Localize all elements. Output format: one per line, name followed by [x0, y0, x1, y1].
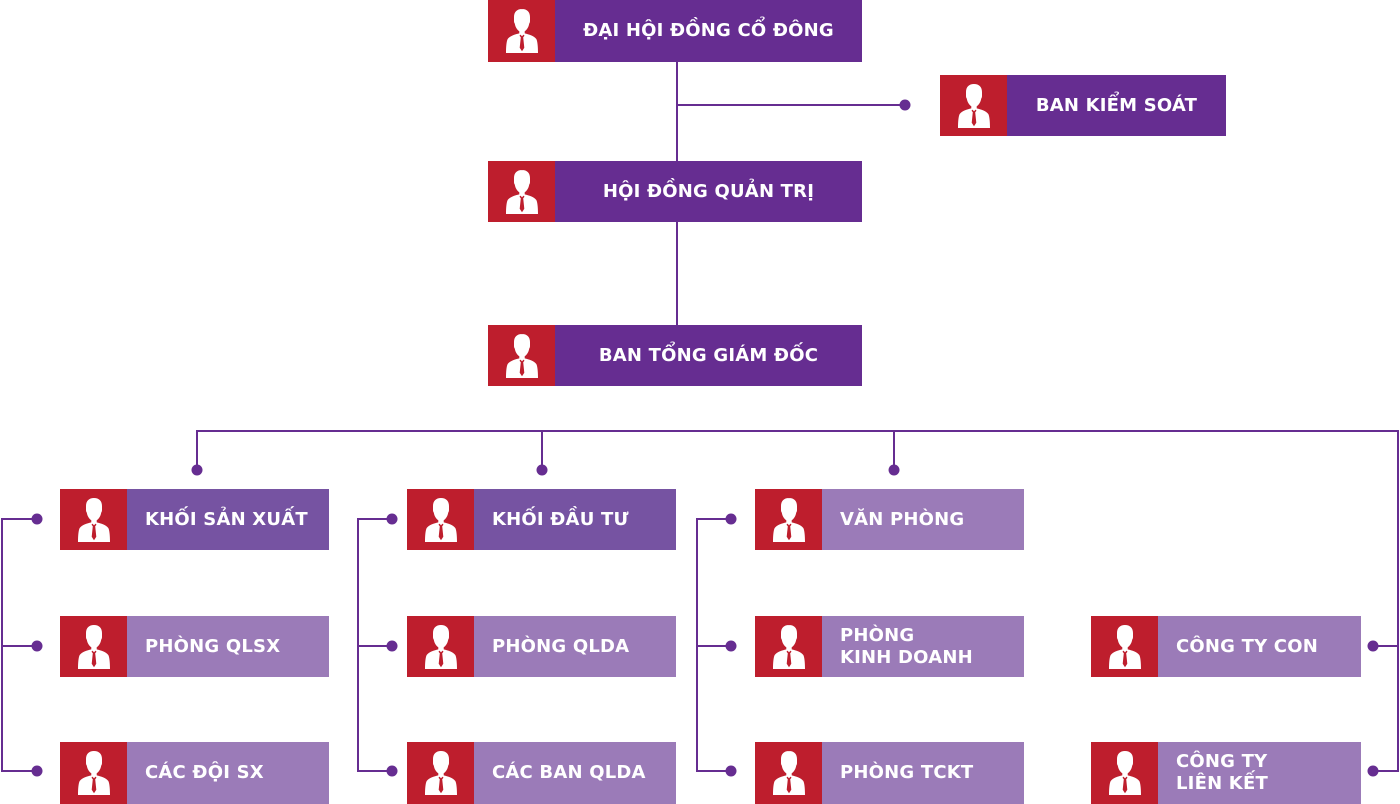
node-label: KHỐI ĐẦU TƯ — [474, 489, 676, 550]
connector-dot-col3-item2 — [725, 765, 737, 777]
node-cong-ty-con[interactable]: CÔNG TY CON — [1091, 616, 1361, 677]
person-icon — [407, 616, 474, 677]
connector-dot-van-phong — [888, 464, 900, 476]
node-shareholders[interactable]: ĐẠI HỘI ĐỒNG CỔ ĐÔNG — [488, 0, 862, 62]
connector-dot-khoi-dau-tu — [536, 464, 548, 476]
node-phong-kinh-doanh[interactable]: PHÒNG KINH DOANH — [755, 616, 1024, 677]
connector-main-bus — [196, 430, 1399, 772]
person-icon — [755, 742, 822, 804]
connector-dot-col3-item1 — [725, 640, 737, 652]
node-label: PHÒNG QLSX — [127, 616, 329, 677]
person-icon — [407, 742, 474, 804]
node-label: CÔNG TY LIÊN KẾT — [1158, 742, 1361, 804]
node-phong-tckt[interactable]: PHÒNG TCKT — [755, 742, 1024, 804]
node-cong-ty-lien-ket[interactable]: CÔNG TY LIÊN KẾT — [1091, 742, 1361, 804]
person-icon — [488, 0, 555, 62]
connector-dot-supervisory — [899, 99, 911, 111]
node-label: BAN KIỂM SOÁT — [1007, 75, 1226, 136]
person-icon — [60, 489, 127, 550]
person-icon — [488, 325, 555, 386]
node-phong-qlda[interactable]: PHÒNG QLDA — [407, 616, 676, 677]
node-van-phong[interactable]: VĂN PHÒNG — [755, 489, 1024, 550]
node-label: CÁC ĐỘI SX — [127, 742, 329, 804]
person-icon — [488, 161, 555, 222]
connector-dot-col1-item1 — [31, 640, 43, 652]
node-khoi-san-xuat[interactable]: KHỐI SẢN XUẤT — [60, 489, 329, 550]
node-label: PHÒNG QLDA — [474, 616, 676, 677]
node-cac-doi-sx[interactable]: CÁC ĐỘI SX — [60, 742, 329, 804]
person-icon — [60, 616, 127, 677]
person-icon — [407, 489, 474, 550]
node-label: CÁC BAN QLDA — [474, 742, 676, 804]
person-icon — [755, 489, 822, 550]
connector-dot-cong-ty-con — [1367, 640, 1379, 652]
connector-dot-col1-head — [31, 513, 43, 525]
person-icon — [60, 742, 127, 804]
connector-dot-cong-ty-lien-ket — [1367, 765, 1379, 777]
node-label: PHÒNG KINH DOANH — [822, 616, 1024, 677]
person-icon — [1091, 616, 1158, 677]
node-phong-qlsx[interactable]: PHÒNG QLSX — [60, 616, 329, 677]
node-label: HỘI ĐỒNG QUẢN TRỊ — [555, 161, 862, 222]
node-cac-ban-qlda[interactable]: CÁC BAN QLDA — [407, 742, 676, 804]
node-label: ĐẠI HỘI ĐỒNG CỔ ĐÔNG — [555, 0, 862, 62]
person-icon — [940, 75, 1007, 136]
node-label: PHÒNG TCKT — [822, 742, 1024, 804]
connector-dot-col2-item1 — [386, 640, 398, 652]
connector-dot-col2-item2 — [386, 765, 398, 777]
node-khoi-dau-tu[interactable]: KHỐI ĐẦU TƯ — [407, 489, 676, 550]
node-label: BAN TỔNG GIÁM ĐỐC — [555, 325, 862, 386]
node-executive[interactable]: BAN TỔNG GIÁM ĐỐC — [488, 325, 862, 386]
person-icon — [1091, 742, 1158, 804]
node-board[interactable]: HỘI ĐỒNG QUẢN TRỊ — [488, 161, 862, 222]
node-label: CÔNG TY CON — [1158, 616, 1361, 677]
node-supervisory[interactable]: BAN KIỂM SOÁT — [940, 75, 1226, 136]
connector-dot-col3-head — [725, 513, 737, 525]
person-icon — [755, 616, 822, 677]
node-label: KHỐI SẢN XUẤT — [127, 489, 329, 550]
connector-dot-khoi-san-xuat — [191, 464, 203, 476]
connector-dot-col1-item2 — [31, 765, 43, 777]
connector-dot-col2-head — [386, 513, 398, 525]
node-label: VĂN PHÒNG — [822, 489, 1024, 550]
